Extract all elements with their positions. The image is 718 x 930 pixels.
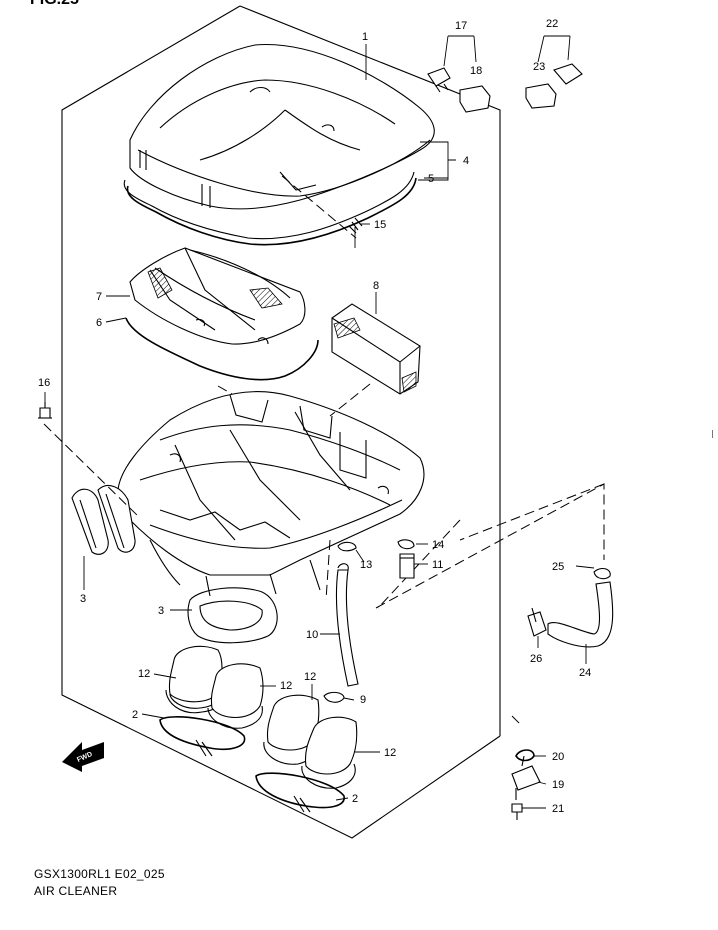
callout-16: 16	[38, 377, 50, 389]
drain-clip-14	[397, 539, 415, 550]
cover-seal	[123, 171, 415, 240]
callout-9: 9	[360, 694, 366, 706]
callout-14: 14	[432, 539, 444, 551]
case-screw	[38, 402, 52, 419]
drain-plug	[399, 553, 415, 579]
element-seal	[125, 317, 319, 381]
connector-17	[427, 67, 451, 93]
callout-23: 23	[533, 61, 545, 73]
sensor-seal	[515, 749, 535, 762]
cover-screw	[348, 217, 363, 248]
callout-3-lower: 3	[158, 605, 164, 617]
forward-arrow-icon: FWD	[62, 742, 104, 772]
intake-funnel-2	[207, 663, 264, 729]
callout-18: 18	[470, 65, 482, 77]
cover-gasket	[126, 177, 417, 246]
callout-15: 15	[374, 219, 386, 231]
callout-12-a: 12	[138, 668, 150, 680]
callout-22: 22	[546, 18, 558, 30]
callout-7: 7	[96, 291, 102, 303]
callout-19: 19	[552, 779, 564, 791]
hose-clamp-26	[527, 607, 547, 637]
hose-clip-25	[593, 567, 611, 580]
foam-sponge	[331, 303, 421, 395]
drain-clip-13	[337, 541, 357, 552]
callout-17: 17	[455, 20, 467, 32]
filter-element	[129, 247, 306, 345]
callout-6: 6	[96, 317, 102, 329]
connector-cap-18	[459, 85, 491, 113]
callout-12-b: 12	[280, 680, 292, 692]
connector-cap-23	[525, 83, 557, 109]
intake-funnel-4	[301, 716, 358, 789]
sensor-bolt	[511, 803, 523, 820]
case-inlet-rubber	[71, 485, 136, 555]
callout-1: 1	[362, 31, 368, 43]
funnel-clamp-right	[255, 772, 345, 813]
callout-24: 24	[579, 667, 591, 679]
page-edge-mark	[712, 430, 713, 438]
connector-22	[553, 63, 583, 85]
air-cleaner-case	[117, 391, 425, 591]
callout-12-c: 12	[304, 671, 316, 683]
callout-2-left: 2	[132, 709, 138, 721]
drain-hose	[335, 569, 359, 687]
intake-air-temp-sensor	[511, 755, 541, 800]
callout-2-right: 2	[352, 793, 358, 805]
breather-hose	[547, 581, 614, 648]
hose-clip-9	[323, 691, 345, 703]
callout-5: 5	[428, 173, 434, 185]
air-cleaner-cover	[129, 43, 435, 210]
assembly-outline-frame	[61, 5, 501, 839]
case-outlet-rubber	[187, 573, 278, 644]
callout-13: 13	[360, 559, 372, 571]
diagram-code: GSX1300RL1 E02_025	[34, 867, 165, 881]
callout-26: 26	[530, 653, 542, 665]
callout-25: 25	[552, 561, 564, 573]
figure-heading: FIG.25	[30, 0, 79, 8]
diagram-title: AIR CLEANER	[34, 884, 118, 898]
callout-3-left: 3	[80, 593, 86, 605]
callout-12-d: 12	[384, 747, 396, 759]
callout-10: 10	[306, 629, 318, 641]
callout-21: 21	[552, 803, 564, 815]
callout-8: 8	[373, 280, 379, 292]
funnel-clamp-left	[159, 716, 246, 757]
callout-20: 20	[552, 751, 564, 763]
callout-11: 11	[432, 559, 443, 571]
callout-4: 4	[463, 155, 469, 167]
